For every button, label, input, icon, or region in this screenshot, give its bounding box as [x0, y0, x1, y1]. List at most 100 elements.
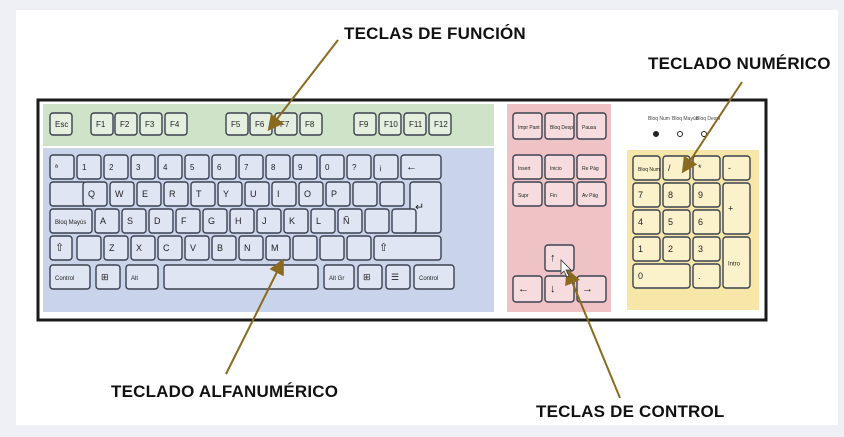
key-enter-label: ↵ — [415, 202, 424, 214]
key-ctrl-top-0-cap — [512, 112, 543, 140]
key-row2-3-cap — [136, 181, 162, 207]
key-f4-cap — [164, 112, 188, 136]
key-f5: F5 — [225, 112, 249, 136]
key-ctrl-top-0: Impr Pant — [512, 112, 543, 140]
key-row3-10: Ñ — [337, 208, 363, 234]
key-ctrl-mid-0-2-label: Re Pág — [582, 166, 599, 172]
key-row4-11 — [346, 235, 372, 261]
key-num-top-0-label: Bloq Num — [638, 167, 660, 173]
key-row2-8-cap — [271, 181, 297, 207]
key-num-enter-cap — [722, 236, 751, 289]
key-row2-2: W — [109, 181, 135, 207]
key-f12-cap — [428, 112, 452, 136]
key-num-1: 1 — [632, 236, 661, 262]
key-row4-2-label: Z — [109, 243, 115, 253]
key-num-7-cap — [632, 182, 661, 208]
key-arrow-left-cap — [512, 275, 543, 303]
key-right-control-cap — [413, 264, 455, 290]
key-ctrl-mid-0-2-cap — [576, 154, 607, 180]
key-row3-9-label: L — [316, 216, 321, 226]
key-num-0-label: 0 — [638, 271, 643, 281]
key-num-enter: Intro — [722, 236, 751, 289]
key-row4-6: B — [211, 235, 237, 261]
indicator-label-2: Bloq Despl — [696, 116, 720, 122]
key-num-plus-label: + — [728, 204, 733, 214]
key-row2-10: P — [325, 181, 351, 207]
key-f1-label: F1 — [96, 120, 106, 129]
key-row3-10-label: Ñ — [343, 216, 350, 226]
key-alt: Alt — [125, 264, 159, 290]
arrow-control-keys — [565, 268, 621, 399]
key-num-6-cap — [692, 209, 721, 235]
key-arrow-down-label: ↓ — [550, 283, 556, 295]
key-backspace: ← — [400, 154, 442, 180]
key-left-shift-label: ⇧ — [55, 242, 64, 254]
key-num-plus-cap — [722, 182, 751, 235]
key-row3-3: D — [148, 208, 174, 234]
key-num-5-label: 5 — [668, 217, 673, 227]
key-ctrl-mid-0-2: Re Pág — [576, 154, 607, 180]
key-ctrl-mid-0-1-cap — [544, 154, 575, 180]
key-row1-12: ¡ — [373, 154, 399, 180]
key-space — [163, 264, 319, 290]
key-row1-1-cap — [76, 154, 102, 180]
key-num-2: 2 — [662, 236, 691, 262]
key-row2-1-cap — [82, 181, 108, 207]
key-row2-6-label: Y — [223, 189, 229, 199]
key-row2-2-label: W — [115, 189, 124, 199]
key-row2-1-label: Q — [88, 189, 95, 199]
key-row1-11-label: ? — [352, 163, 357, 172]
key-alt-cap — [125, 264, 159, 290]
key-num-2-label: 2 — [668, 244, 673, 254]
key-num-4-cap — [632, 209, 661, 235]
key-row3-11 — [364, 208, 390, 234]
key-row3-6-cap — [229, 208, 255, 234]
key-ctrl-mid-0-1: Inicio — [544, 154, 575, 180]
key-f3-cap — [139, 112, 163, 136]
key-row2-9: O — [298, 181, 324, 207]
key-row3-2: S — [121, 208, 147, 234]
key-row3-5: G — [202, 208, 228, 234]
key-row4-6-cap — [211, 235, 237, 261]
key-ctrl-mid-1-0-cap — [512, 181, 543, 207]
key-row3-7: J — [256, 208, 282, 234]
key-row4-10 — [319, 235, 345, 261]
key-f11-cap — [403, 112, 427, 136]
callout-function-keys: TECLAS DE FUNCIÓN — [344, 24, 526, 43]
key-right-shift-cap — [373, 235, 442, 261]
key-row1-5: 5 — [184, 154, 210, 180]
key-num-7-label: 7 — [638, 190, 643, 200]
key-row2-6-cap — [217, 181, 243, 207]
key-right-windows-label: ⊞ — [363, 272, 371, 282]
key-row1-10-label: 0 — [325, 163, 330, 172]
key-num-top-1-label: / — [668, 163, 671, 173]
key-row2-7: U — [244, 181, 270, 207]
key-esc-cap — [49, 112, 73, 136]
key-row4-5: V — [184, 235, 210, 261]
key-f7-label: F7 — [280, 120, 290, 129]
key-num-top-0-cap — [632, 155, 661, 181]
key-num-5: 5 — [662, 209, 691, 235]
key-num-0-cap — [632, 263, 691, 289]
callout-numeric-keypad: TECLADO NUMÉRICO — [648, 54, 831, 73]
key-arrow-up-label: ↑ — [550, 252, 556, 264]
callout-control-keys: TECLAS DE CONTROL — [536, 402, 725, 421]
key-num-dot-cap — [692, 263, 721, 289]
key-row4-4: C — [157, 235, 183, 261]
key-row3-11-cap — [364, 208, 390, 234]
key-row3-2-label: S — [127, 216, 133, 226]
key-row3-8: K — [283, 208, 309, 234]
key-f3-label: F3 — [145, 120, 155, 129]
key-row3-7-cap — [256, 208, 282, 234]
key-row2-2-cap — [109, 181, 135, 207]
key-row1-0: ª — [49, 154, 75, 180]
key-right-control: Control — [413, 264, 455, 290]
key-row2-5-cap — [190, 181, 216, 207]
key-row1-5-cap — [184, 154, 210, 180]
key-ctrl-top-2-label: Pausa — [582, 125, 596, 131]
arrow-alphanumeric — [225, 258, 284, 375]
key-row1-2-cap — [103, 154, 129, 180]
key-row3-5-label: G — [208, 216, 215, 226]
key-row1-6: 6 — [211, 154, 237, 180]
